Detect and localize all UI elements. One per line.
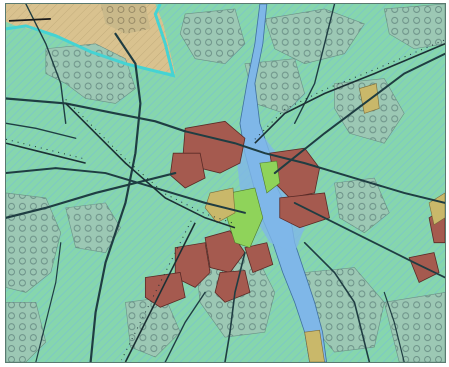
roads <box>6 4 445 362</box>
water-body <box>234 138 305 253</box>
forest-areas <box>6 4 445 362</box>
admin-boundary <box>6 4 176 78</box>
map-canvas[interactable] <box>6 4 445 362</box>
tan-forest-patch <box>100 4 151 34</box>
legend-line-icon <box>8 18 51 22</box>
railways <box>6 39 445 362</box>
map-view[interactable] <box>5 3 446 363</box>
green-patches <box>204 83 445 362</box>
